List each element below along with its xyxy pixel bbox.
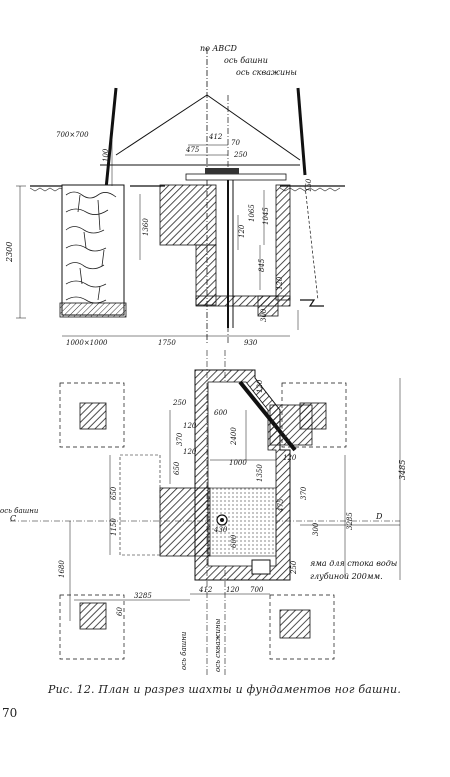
dim-1360: 1360 (142, 218, 150, 236)
dim-1045: 1045 (262, 207, 270, 225)
dim-250: 250 (233, 151, 248, 159)
plan-dim-412: 412 (198, 586, 213, 594)
dim-150: 150 (305, 178, 313, 192)
plan-dim-3285v: 3285 (346, 512, 354, 530)
shaft-cover (185, 173, 287, 181)
section-view: по ABCD ось башни ось скважины 700×700 4… (5, 44, 345, 347)
plan-dim-370b: 370 (300, 486, 308, 500)
leg-foundation-bottom-right (269, 594, 335, 660)
shaft-wall-left (159, 184, 217, 246)
plan-axis-tower-left: ось башни (0, 507, 39, 515)
shaft-floor (195, 295, 291, 307)
plan-dim-120e: 120 (226, 586, 240, 594)
plan-dim-1000: 1000 (229, 459, 247, 467)
stone-foundation-footing (59, 302, 127, 318)
plan-axis-well-bottom: ось скважины (214, 618, 222, 672)
stone-foundation (61, 184, 125, 316)
dim-120b: 120 (276, 276, 284, 290)
plan-dim-600: 600 (230, 534, 238, 548)
dim-70: 70 (231, 139, 240, 147)
leg-foundation-top-left (59, 382, 125, 448)
stone-pattern (65, 191, 117, 304)
dim-845: 845 (258, 258, 266, 272)
plan-dim-250: 250 (172, 399, 187, 407)
plan-dim-60: 60 (116, 607, 124, 616)
plan-dim-1350: 1350 (256, 464, 264, 482)
plan-view: 120 250 600 120 370 2400 120 650 1000 13… (0, 350, 407, 675)
plan-dim-600: 600 (214, 409, 228, 417)
plan-dim-3485: 3485 (398, 460, 407, 480)
section-top-label: по ABCD (200, 44, 237, 53)
plan-dim-120b: 120 (183, 422, 197, 430)
dim-1065: 1065 (248, 204, 256, 222)
plan-dim-1680: 1680 (58, 560, 66, 578)
plan-dim-650: 650 (173, 461, 181, 475)
dim-412: 412 (208, 133, 223, 141)
dim-475: 475 (185, 146, 200, 154)
plan-dim-120c: 120 (183, 448, 197, 456)
figure-caption: Рис. 12. План и разрез шахты и фундамент… (48, 683, 402, 696)
anchor-plate (300, 299, 324, 307)
plan-dim-700: 700 (250, 586, 264, 594)
plan-dim-120: 120 (256, 379, 264, 393)
plan-label-C: C (10, 514, 16, 523)
plan-dim-430: 430 (213, 526, 228, 534)
tower-leg-right (296, 87, 307, 176)
shaft-sump (257, 295, 279, 317)
anchor-dashed (304, 185, 319, 301)
shaft-plan (119, 369, 313, 581)
dim-700x700: 700×700 (56, 131, 89, 139)
plan-dim-1150: 1150 (110, 518, 118, 536)
dim-930: 930 (244, 339, 258, 347)
plan-dim-370: 370 (176, 432, 184, 446)
dim-300: 300 (260, 308, 268, 322)
tower-brace (206, 94, 301, 161)
axis-tower-label: ось башни (224, 56, 268, 65)
dim-1000x1000: 1000×1000 (66, 339, 108, 347)
plan-dim-3285: 3285 (134, 592, 152, 600)
tower-brace (115, 94, 208, 156)
plan-dim-2400: 2400 (230, 427, 238, 446)
dim-2300: 2300 (5, 242, 14, 263)
dim-120: 120 (238, 224, 246, 238)
leg-foundation-bottom-left (59, 594, 125, 660)
plan-dim-650b: 650 (110, 486, 118, 500)
dim-100: 100 (102, 148, 110, 162)
plan-dim-250b: 250 (290, 560, 298, 575)
axis-well-label: ось скважины (236, 68, 297, 77)
page-number: 70 (2, 706, 18, 720)
pit-note-line1: яма для стока воды (310, 559, 397, 568)
pipe-saddle (205, 168, 239, 174)
plan-dim-475: 475 (277, 498, 285, 513)
plan-dim-120d: 120 (283, 454, 297, 462)
plan-label-D: D (375, 512, 383, 521)
plan-axis-tower-bottom: ось башни (180, 631, 188, 670)
pit-note-line2: глубиной 200мм. (310, 572, 383, 581)
plan-dim-300: 300 (312, 522, 320, 536)
dim-1750: 1750 (158, 339, 176, 347)
